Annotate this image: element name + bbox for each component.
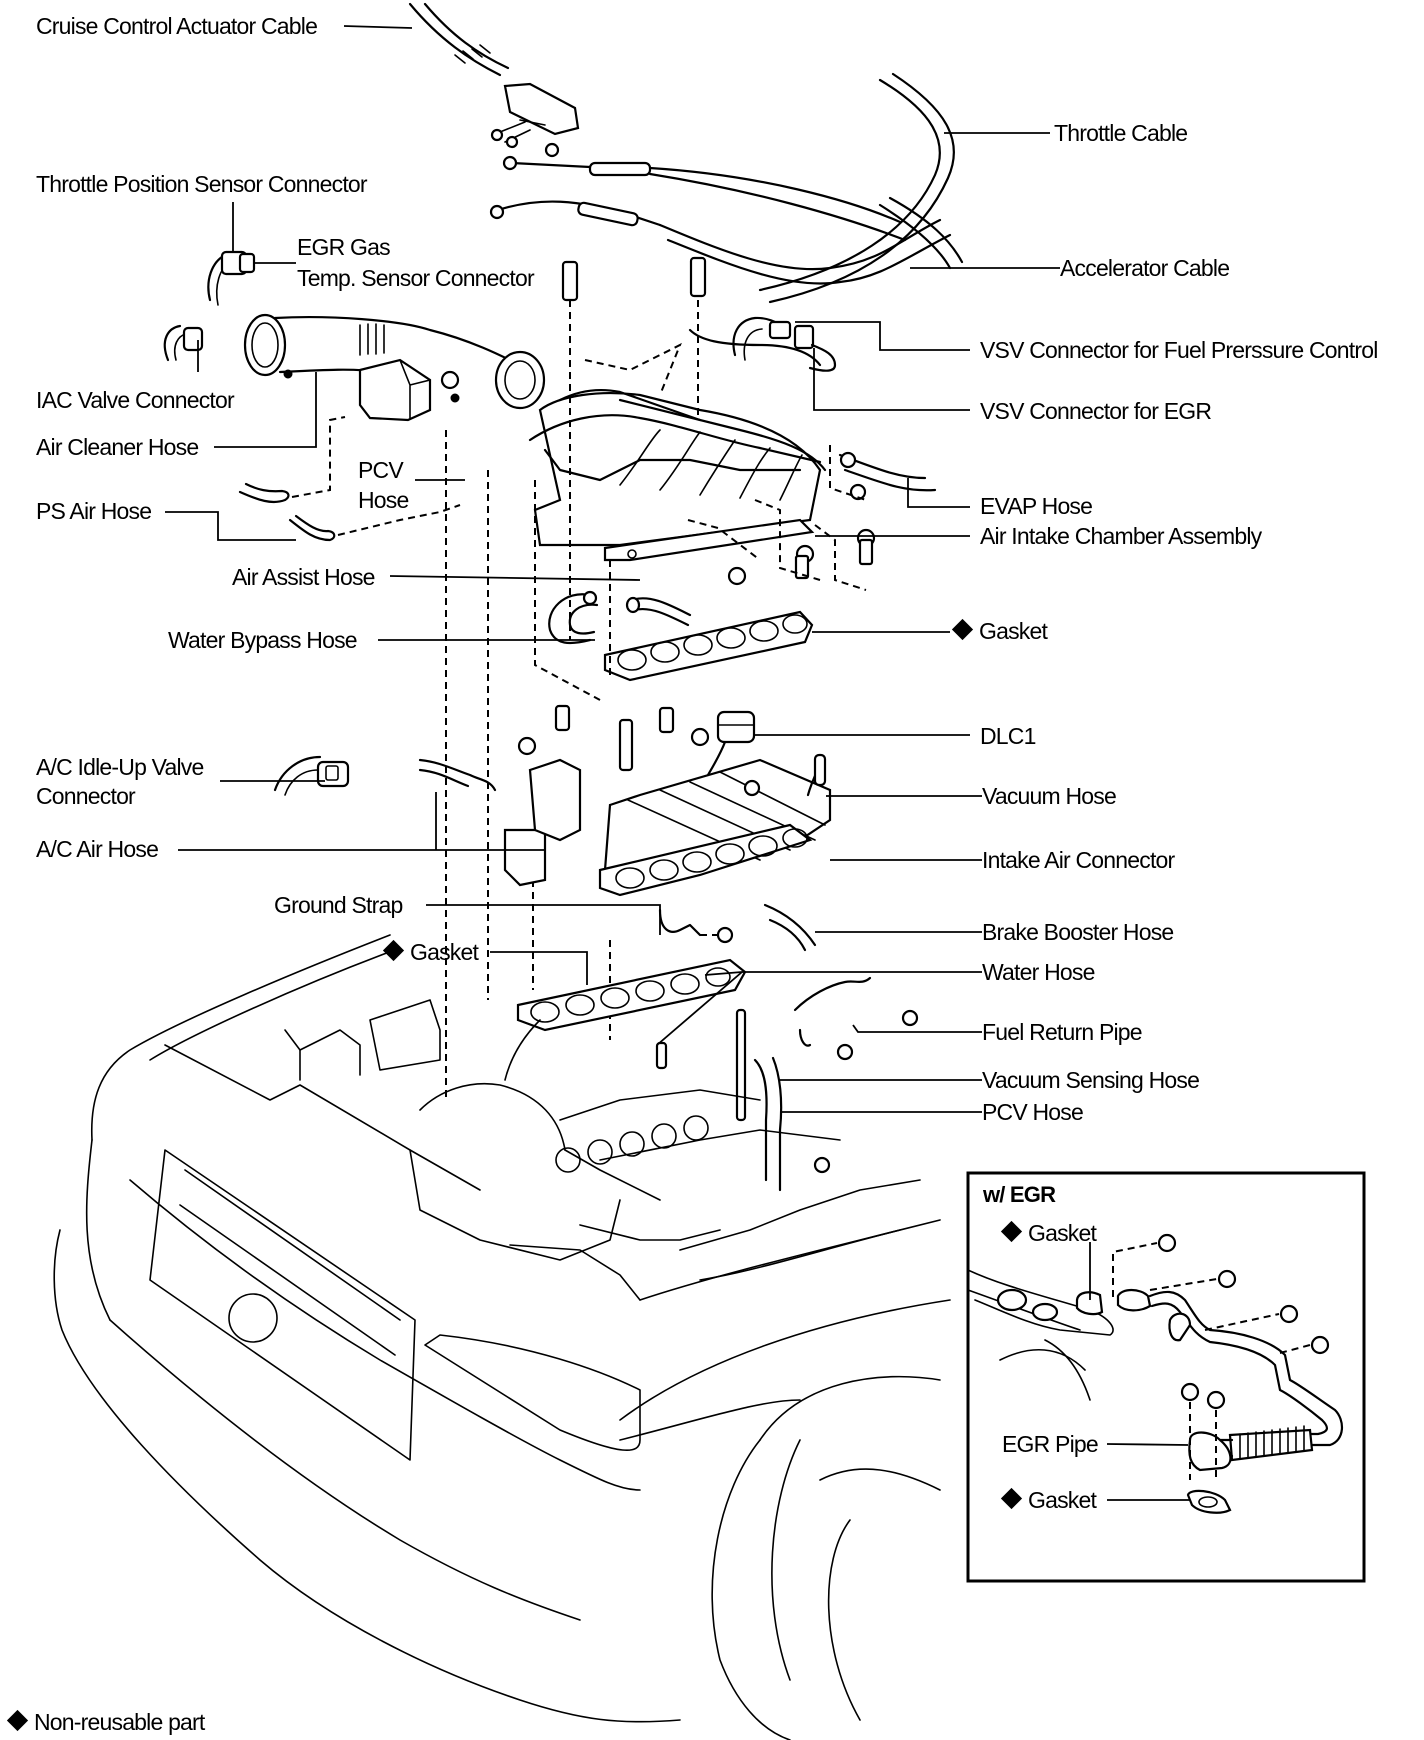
label-accelerator-cable: Accelerator Cable [1060,255,1230,281]
air-assist-hose-part [625,596,692,627]
gasket-lower-text: Gasket [410,939,479,965]
brake-booster-hose-part [763,903,817,952]
vsv-connectors-part [732,316,837,372]
iac-valve-connector-part [163,324,204,362]
assembly-guide-lines [445,300,867,1100]
label-vacuum-sensing-hose: Vacuum Sensing Hose [982,1067,1200,1093]
label-fuel-return-pipe: Fuel Return Pipe [982,1019,1143,1045]
lower-right-hoses [655,976,919,1192]
intake-air-connector-part [598,753,832,897]
legend-text: Non-reusable part [34,1709,205,1735]
label-water-bypass-hose: Water Bypass Hose [168,627,358,653]
lower-bolts [517,704,761,797]
label-throttle-position-sensor-connector: Throttle Position Sensor Connector [36,171,368,197]
egr-inset [966,1171,1366,1583]
accelerator-cable [489,196,964,285]
label-ground-strap: Ground Strap [274,892,403,918]
label-ac-idle-up-valve-line2: Connector [36,783,136,809]
ac-air-hose-part [418,758,582,887]
ground-strap-part [658,908,734,944]
air-intake-chamber-part [528,328,827,562]
label-water-hose: Water Hose [982,959,1095,985]
label-vsv-connector-egr: VSV Connector for EGR [980,398,1212,424]
label-egr-pipe: EGR Pipe [1002,1431,1099,1457]
evap-hose-part [838,451,937,492]
gasket-upper-text: Gasket [979,618,1048,644]
label-iac-valve-connector: IAC Valve Connector [36,387,235,413]
label-ac-air-hose: A/C Air Hose [36,836,159,862]
ac-idle-up-valve-connector-part [273,755,350,796]
egr-gasket-bottom-text: Gasket [1028,1487,1097,1513]
chamber-bolts [561,256,876,586]
water-bypass-hose-part [548,590,599,645]
dlc1-part [706,710,756,777]
air-cleaner-hose-part [243,313,546,410]
label-egr-gas-temp-sensor-line2: Temp. Sensor Connector [297,265,535,291]
legend-non-reusable: Non-reusable part [6,1708,205,1736]
label-air-assist-hose: Air Assist Hose [232,564,375,590]
throttle-body [358,358,460,422]
label-gasket-upper: Gasket [951,617,1048,645]
label-dlc1: DLC1 [980,723,1036,749]
egr-inset-title: w/ EGR [983,1182,1056,1207]
cruise-control-actuator-cable [408,2,580,158]
label-ps-air-hose: PS Air Hose [36,498,152,524]
label-air-intake-chamber-assembly: Air Intake Chamber Assembly [980,523,1262,549]
label-air-cleaner-hose: Air Cleaner Hose [36,434,199,460]
egr-gasket-top-text: Gasket [1028,1220,1097,1246]
label-egr-gasket-bottom: Gasket [1000,1486,1097,1514]
label-vacuum-hose: Vacuum Hose [982,783,1117,809]
ps-air-hose-part [238,416,461,542]
diamond-legend-icon [6,1709,29,1732]
label-pcv-hose-upper-line1: PCV [358,457,404,483]
label-egr-gasket-top: Gasket [1000,1219,1097,1247]
upper-intake-gasket [603,610,814,682]
label-pcv-hose-lower: PCV Hose [982,1099,1084,1125]
leader-lines [165,25,1060,1113]
label-evap-hose: EVAP Hose [980,493,1093,519]
label-throttle-cable: Throttle Cable [1054,120,1188,146]
non-reusable-diamond-icon [1000,1487,1023,1510]
label-cruise-control-actuator-cable: Cruise Control Actuator Cable [36,13,318,39]
non-reusable-diamond-icon [951,618,974,641]
label-intake-air-connector: Intake Air Connector [982,847,1175,873]
lower-intake-gasket [516,958,747,1032]
non-reusable-diamond-icon [1000,1220,1023,1243]
label-gasket-lower: Gasket [382,938,479,966]
label-egr-gas-temp-sensor-line1: EGR Gas [297,234,391,260]
non-reusable-diamond-icon [382,939,405,962]
throttle-position-sensor-connector-part [207,250,256,306]
label-brake-booster-hose: Brake Booster Hose [982,919,1174,945]
label-pcv-hose-upper-line2: Hose [358,487,409,513]
label-ac-idle-up-valve-line1: A/C Idle-Up Valve [36,754,204,780]
label-vsv-connector-fuel-pressure: VSV Connector for Fuel Prerssure Control [980,337,1378,363]
vehicle-front-end [53,934,951,1740]
